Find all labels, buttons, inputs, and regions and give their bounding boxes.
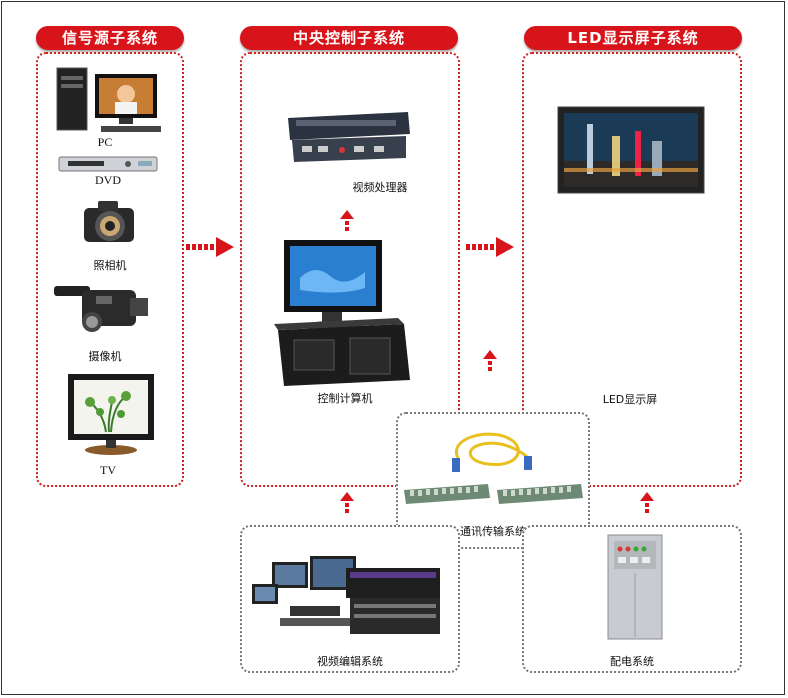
editing-station-icon xyxy=(252,556,440,634)
arrow-editing-to-central xyxy=(340,492,354,513)
camera-label: 照相机 xyxy=(93,259,127,272)
arrow-computer-to-processor xyxy=(340,210,354,231)
camcorder-icon xyxy=(54,286,148,332)
control-computer-label: 控制计算机 xyxy=(317,392,373,405)
central-subsystem-box xyxy=(240,52,460,487)
tv-icon xyxy=(68,374,154,455)
arrow-power-to-led xyxy=(640,492,654,513)
patch-panel-right-icon xyxy=(497,484,583,504)
distribution-cabinet-icon xyxy=(607,534,663,640)
central-subsystem-header: 中央控制子系统 xyxy=(240,26,458,50)
dvd-label: DVD xyxy=(95,173,121,187)
arrow-comm-to-led xyxy=(483,350,497,371)
led-screen-label: LED显示屏 xyxy=(602,393,658,406)
comm-system-label: 通讯传输系统 xyxy=(460,525,526,538)
arrow-central-to-led xyxy=(466,237,514,257)
dvd-icon xyxy=(58,156,158,172)
led-screen-icon xyxy=(557,106,705,194)
camcorder-label: 摄像机 xyxy=(88,350,122,363)
camera-icon xyxy=(84,201,134,242)
signal-subsystem-header: 信号源子系统 xyxy=(36,26,184,50)
video-processor-label: 视频处理器 xyxy=(352,181,408,194)
control-computer-icon xyxy=(274,240,410,386)
tv-label: TV xyxy=(100,463,116,477)
pc-label: PC xyxy=(97,135,113,149)
led-subsystem-header: LED显示屏子系统 xyxy=(524,26,742,50)
led-subsystem-box xyxy=(522,52,742,487)
fiber-cable-icon xyxy=(452,432,532,472)
pc-icon xyxy=(56,67,161,132)
patch-panel-left-icon xyxy=(404,484,490,504)
signal-subsystem-box xyxy=(36,52,184,487)
arrow-signal-to-central xyxy=(186,237,234,257)
video-processor-icon xyxy=(288,112,410,162)
power-system-label: 配电系统 xyxy=(610,655,654,668)
video-editing-label: 视频编辑系统 xyxy=(317,655,383,668)
